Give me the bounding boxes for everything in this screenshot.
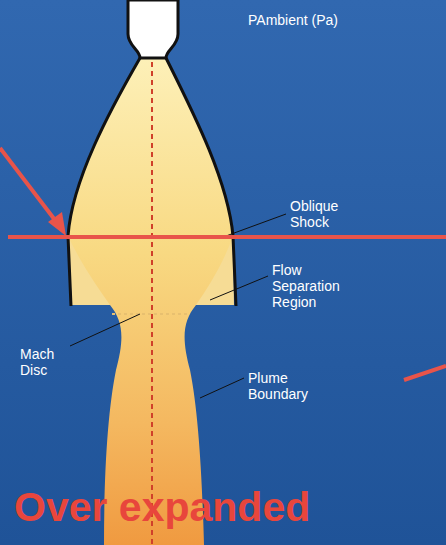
combustion-chamber [128, 0, 178, 58]
oblique-shock-label: Oblique Shock [290, 198, 354, 230]
red-arrow-head [48, 212, 66, 236]
red-arrow [0, 148, 58, 224]
flow-separation-label: Flow Separation Region [272, 262, 354, 310]
red-mark [404, 366, 446, 380]
ambient-pressure-label: PAmbient (Pa) [248, 12, 428, 28]
plume-boundary-label: Plume Boundary [248, 370, 318, 402]
leader-line [226, 214, 286, 236]
red-line [8, 235, 446, 239]
exhaust-plume [68, 58, 233, 545]
centerline [151, 62, 153, 545]
leader-line [70, 314, 140, 346]
title-banner: Over expanded [14, 484, 434, 530]
leader-line [200, 378, 244, 398]
nozzle-wall [166, 58, 236, 306]
mach-disc-label: Mach Disc [20, 346, 66, 378]
nozzle-wall [68, 58, 140, 306]
leader-line [210, 276, 268, 300]
